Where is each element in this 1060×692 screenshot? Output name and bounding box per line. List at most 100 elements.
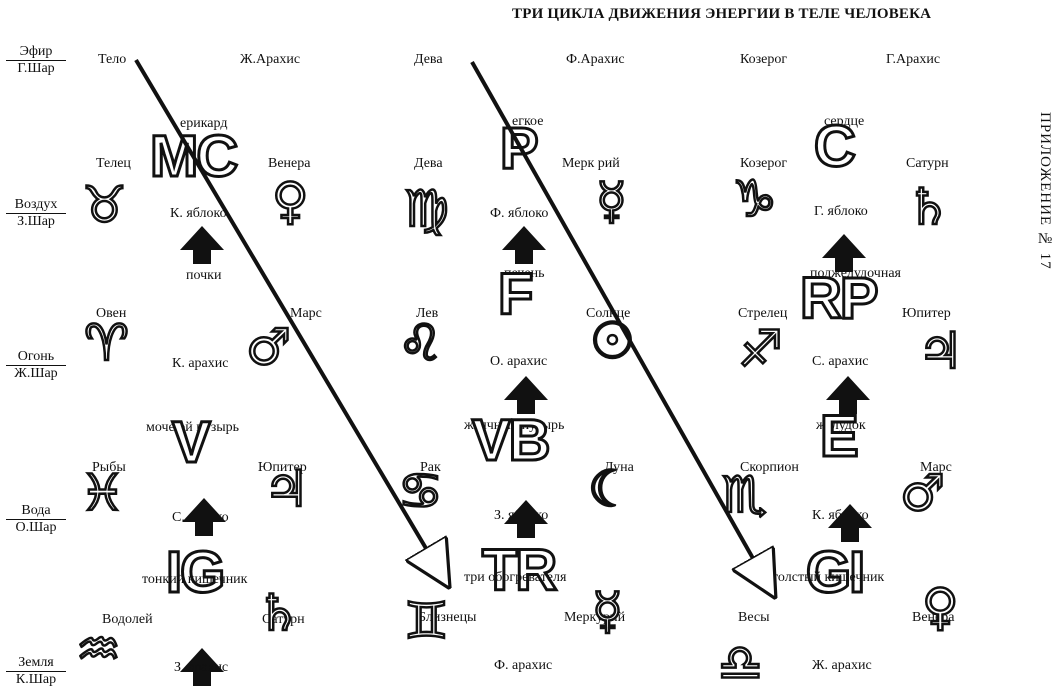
flow-arrow-icon — [180, 648, 224, 686]
pisces-icon: ♓ — [79, 464, 126, 522]
label-kozerog-top: Козерог — [740, 52, 788, 67]
label-merkuriy-2: Меркурий — [564, 610, 626, 625]
label-zh-arakhis-top: Ж.Арахис — [240, 52, 301, 67]
label-tri-obogrevatelya: три обогревателя — [464, 570, 567, 585]
capricorn-icon: ♑ — [731, 170, 778, 228]
label-vesy: Весы — [738, 610, 770, 625]
label-zhelchny: желчный пузырь — [464, 418, 565, 433]
label-oven: Овен — [96, 306, 127, 321]
virgo-icon: ♍ — [403, 180, 450, 238]
flow-arrow-icon — [826, 376, 870, 414]
leo-icon: ♌ — [397, 314, 444, 372]
saturn-icon: ♄ — [255, 584, 302, 642]
jupiter-icon: ♃ — [263, 460, 310, 518]
page-title: ТРИ ЦИКЛА ДВИЖЕНИЯ ЭНЕРГИИ В ТЕЛЕ ЧЕЛОВЕ… — [512, 6, 932, 22]
aries-icon: ♈ — [83, 314, 130, 372]
flow-arrow-icon — [504, 376, 548, 414]
organ-code-tr: TR — [480, 538, 558, 603]
mercury-icon: ☿ — [595, 172, 628, 230]
label-yupiter-2: Юпитер — [258, 460, 307, 475]
label-luna: Луна — [604, 460, 634, 475]
venus-icon: ♀ — [921, 578, 960, 636]
label-merkuriy-1: Мерк рий — [562, 156, 620, 171]
label-legkoe: егкое — [512, 114, 544, 129]
organ-code-e: E — [819, 404, 861, 469]
label-k-arakhis: К. арахис — [172, 356, 229, 371]
label-deva: Дева — [414, 156, 443, 171]
label-deva-top: Дева — [414, 52, 443, 67]
label-o-arakhis: О. арахис — [490, 354, 548, 369]
label-pochki: почки — [186, 268, 222, 283]
label-kozerog: Козерог — [740, 156, 788, 171]
label-lev: Лев — [416, 306, 439, 321]
organ-code-gi: GI — [804, 540, 866, 605]
label-f-arakhis: Ф. арахис — [494, 658, 553, 673]
label-perikard: ерикард — [180, 116, 228, 131]
label-skorpion: Скорпион — [740, 460, 799, 475]
label-pechen: печень — [504, 266, 545, 281]
flow-arrow-icon — [828, 504, 872, 542]
organ-code-vb: VB — [471, 408, 553, 473]
label-rak: Рак — [420, 460, 441, 475]
saturn-icon: ♄ — [905, 178, 952, 236]
label-strelets: Стрелец — [738, 306, 788, 321]
label-telo: Тело — [98, 52, 127, 67]
label-ryby: Рыбы — [92, 460, 126, 475]
appendix-label: ПРИЛОЖЕНИЕ № 17 — [1037, 112, 1053, 270]
flow-arrow-1 — [134, 58, 446, 582]
label-venera-1: Венера — [268, 156, 311, 171]
organ-code-f: F — [496, 262, 535, 327]
mercury-icon: ☿ — [591, 582, 624, 640]
taurus-icon: ♉ — [81, 176, 128, 234]
label-mochevoy: моче ой пузырь — [146, 420, 240, 435]
label-mars-2: Марс — [920, 460, 952, 475]
flow-arrow-icon — [502, 226, 546, 264]
label-zh-arakhis: Ж. арахис — [812, 658, 872, 673]
label-vodoley: Водолей — [102, 612, 153, 627]
label-saturn-2: Сатурн — [262, 612, 305, 627]
label-z-arakhis: З. арахис — [174, 660, 229, 675]
label-f-arakhis-top: Ф.Арахис — [566, 52, 625, 67]
label-venera-2: Венера — [912, 610, 955, 625]
label-tolstiy: толстый кишечник — [772, 570, 885, 585]
label-zheludok: желудок — [816, 418, 866, 433]
gemini-icon: ♊ — [403, 592, 450, 650]
organ-code-c: C — [813, 114, 858, 179]
flow-arrow-icon — [822, 234, 866, 272]
label-solntse: Солнце — [586, 306, 631, 321]
moon-icon: ☾ — [587, 460, 634, 518]
mars-icon: ♂ — [245, 318, 292, 376]
label-tonkiy: тонкий кишечник — [142, 572, 248, 587]
aquarius-icon: ♒ — [75, 620, 122, 678]
sagittarius-icon: ♐ — [737, 320, 784, 378]
organ-code-v: V — [171, 410, 213, 475]
flow-arrow-icon — [504, 500, 548, 538]
venus-icon: ♀ — [271, 172, 310, 230]
label-k-yabloko: К. яблоко — [170, 206, 227, 221]
flow-arrow-2 — [470, 61, 772, 592]
jupiter-icon: ♃ — [917, 322, 964, 380]
label-serdtse: сердце — [824, 114, 865, 129]
label-mars-1: Марс — [290, 306, 322, 321]
libra-icon: ♎ — [717, 634, 764, 692]
organ-code-ig: IG — [164, 540, 226, 605]
label-yupiter-1: Юпитер — [902, 306, 951, 321]
label-podzheludochnaya: поджелудочная — [810, 266, 901, 281]
label-g-arakhis-top: Г.Арахис — [886, 52, 941, 67]
label-bliznetsy: Близнецы — [418, 610, 477, 625]
label-telets: Телец — [96, 156, 131, 171]
organ-code-rp: RP — [799, 266, 881, 331]
mars-icon: ♂ — [899, 464, 946, 522]
label-s-arakhis: С. арахис — [812, 354, 869, 369]
label-saturn-1: Сатурн — [906, 156, 949, 171]
label-f-yabloko: Ф. яблоко — [490, 206, 549, 221]
flow-arrow-icon — [180, 226, 224, 264]
label-g-yabloko: Г. яблоко — [814, 204, 868, 219]
flow-arrow-icon — [182, 498, 226, 536]
